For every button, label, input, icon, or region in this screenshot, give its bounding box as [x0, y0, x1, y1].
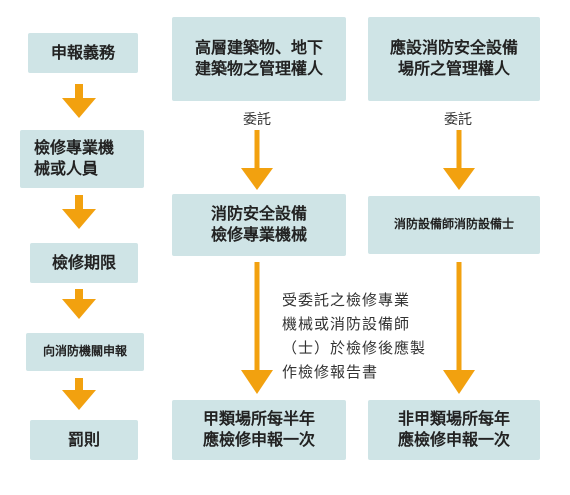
box-penalty: 罰則 [30, 420, 138, 460]
arrow-down-icon [443, 262, 475, 394]
box-label: 應設消防安全設備 場所之管理權人 [389, 38, 518, 78]
box-label: 消防設備師消防設備士 [393, 217, 514, 232]
box-fire-equipment-engineer: 消防設備師消防設備士 [368, 196, 540, 254]
box-label: 向消防機關申報 [42, 344, 127, 359]
box-label: 消防安全設備 檢修專業機械 [210, 204, 307, 244]
arrow-down-icon [62, 195, 96, 229]
box-label: 非甲類場所每年 應檢修申報一次 [397, 409, 510, 449]
arrow-down-icon [62, 378, 96, 410]
box-label: 檢修期限 [51, 252, 116, 272]
box-inspection-period: 檢修期限 [30, 243, 138, 283]
arrow-down-icon [62, 289, 96, 319]
inspection-report-note: 受委託之檢修專業 機械或消防設備師 （士）於檢修後應製 作檢修報告書 [282, 291, 427, 381]
arrow-down-icon [241, 130, 273, 190]
box-reporting-obligation: 申報義務 [28, 33, 138, 73]
arrow-down-icon [443, 130, 475, 190]
arrow-down-icon [241, 262, 273, 394]
box-label: 申報義務 [50, 42, 115, 62]
arrow-down-icon [62, 84, 96, 118]
box-facility-manager: 應設消防安全設備 場所之管理權人 [368, 17, 540, 101]
box-report-to-fire-agency: 向消防機關申報 [26, 333, 144, 371]
box-inspection-personnel: 檢修專業機 械或人員 [20, 130, 144, 188]
box-non-class-a-annual: 非甲類場所每年 應檢修申報一次 [368, 400, 540, 460]
box-class-a-semiannual: 甲類場所每半年 應檢修申報一次 [172, 400, 346, 460]
box-label: 罰則 [67, 429, 100, 449]
box-inspection-machinery: 消防安全設備 檢修專業機械 [172, 194, 346, 256]
box-highrise-manager: 高層建築物、地下 建築物之管理權人 [172, 17, 346, 101]
delegate-label: 委託 [243, 112, 271, 128]
box-label: 高層建築物、地下 建築物之管理權人 [194, 38, 323, 78]
box-label: 甲類場所每半年 應檢修申報一次 [202, 409, 315, 449]
box-label: 檢修專業機 械或人員 [34, 138, 115, 178]
delegate-label: 委託 [444, 112, 472, 128]
